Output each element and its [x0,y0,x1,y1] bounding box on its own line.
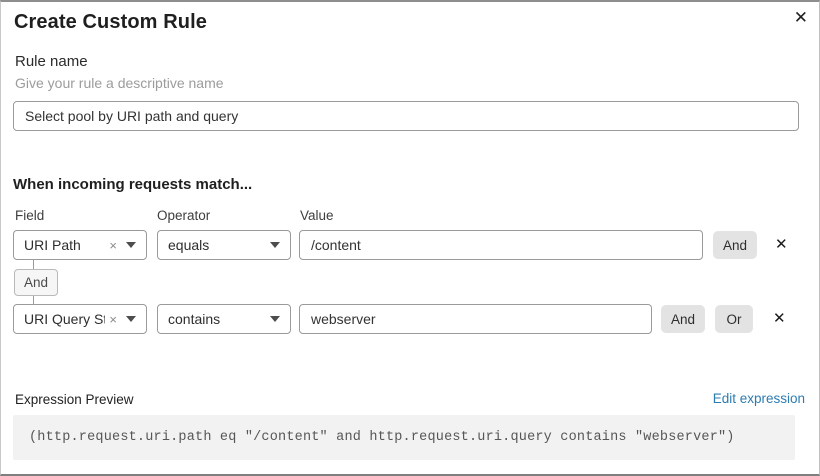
add-or-condition-button-row2[interactable]: Or [715,305,753,333]
expression-preview-label: Expression Preview [15,392,134,407]
field-select-row2[interactable]: URI Query St... × [13,304,147,334]
rule-name-input[interactable] [13,101,799,131]
operator-column-label: Operator [157,208,211,223]
expression-preview-code: (http.request.uri.path eq "/content" and… [29,430,735,445]
chevron-down-icon [270,316,280,322]
connector-line-top [33,260,34,269]
value-column-label: Value [300,208,334,223]
operator-select-row1-value: equals [168,237,210,253]
field-select-row1-value: URI Path [24,237,81,253]
add-and-condition-button-row2[interactable]: And [661,305,705,333]
chevron-down-icon [126,316,136,322]
field-select-row2-value: URI Query St... [24,311,105,327]
operator-select-row2[interactable]: contains [157,304,291,334]
field-select-row1[interactable]: URI Path × [13,230,147,260]
expression-preview-box: (http.request.uri.path eq "/content" and… [13,415,795,460]
remove-row-icon[interactable]: ✕ [773,310,786,327]
edit-expression-link[interactable]: Edit expression [712,391,805,406]
chevron-down-icon [126,242,136,248]
page-title: Create Custom Rule [14,11,207,33]
remove-row-icon[interactable]: ✕ [775,236,788,253]
rule-name-help-text: Give your rule a descriptive name [15,75,224,91]
connector-line-bottom [33,296,34,304]
field-column-label: Field [15,208,45,223]
rule-name-label: Rule name [15,53,88,70]
add-and-condition-button-row1[interactable]: And [713,231,757,259]
operator-select-row1[interactable]: equals [157,230,291,260]
value-input-row1[interactable] [299,230,703,260]
and-connector-badge: And [14,269,58,296]
value-input-row2[interactable] [299,304,652,334]
clear-selection-icon[interactable]: × [109,311,117,327]
operator-select-row2-value: contains [168,311,221,327]
match-section-heading: When incoming requests match... [13,176,253,193]
close-icon[interactable]: ✕ [793,8,808,27]
chevron-down-icon [270,242,280,248]
clear-selection-icon[interactable]: × [109,237,117,253]
